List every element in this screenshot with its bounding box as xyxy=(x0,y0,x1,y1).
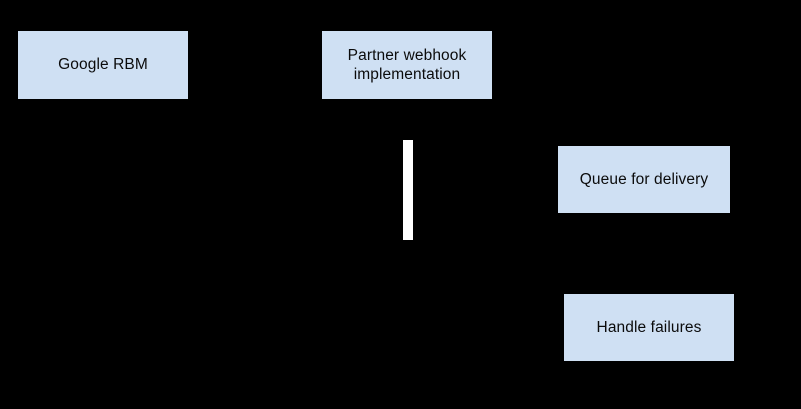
node-queue-for-delivery[interactable]: Queue for delivery xyxy=(558,146,730,213)
vertical-connector-bar xyxy=(403,140,413,240)
node-partner-webhook-implementation[interactable]: Partner webhook implementation xyxy=(322,31,492,99)
node-partner-webhook-implementation-label: Partner webhook implementation xyxy=(347,46,467,83)
node-handle-failures[interactable]: Handle failures xyxy=(564,294,734,361)
node-google-rbm[interactable]: Google RBM xyxy=(18,31,188,99)
node-handle-failures-label: Handle failures xyxy=(596,318,702,336)
node-queue-for-delivery-label: Queue for delivery xyxy=(579,170,709,188)
node-google-rbm-label: Google RBM xyxy=(58,56,148,74)
